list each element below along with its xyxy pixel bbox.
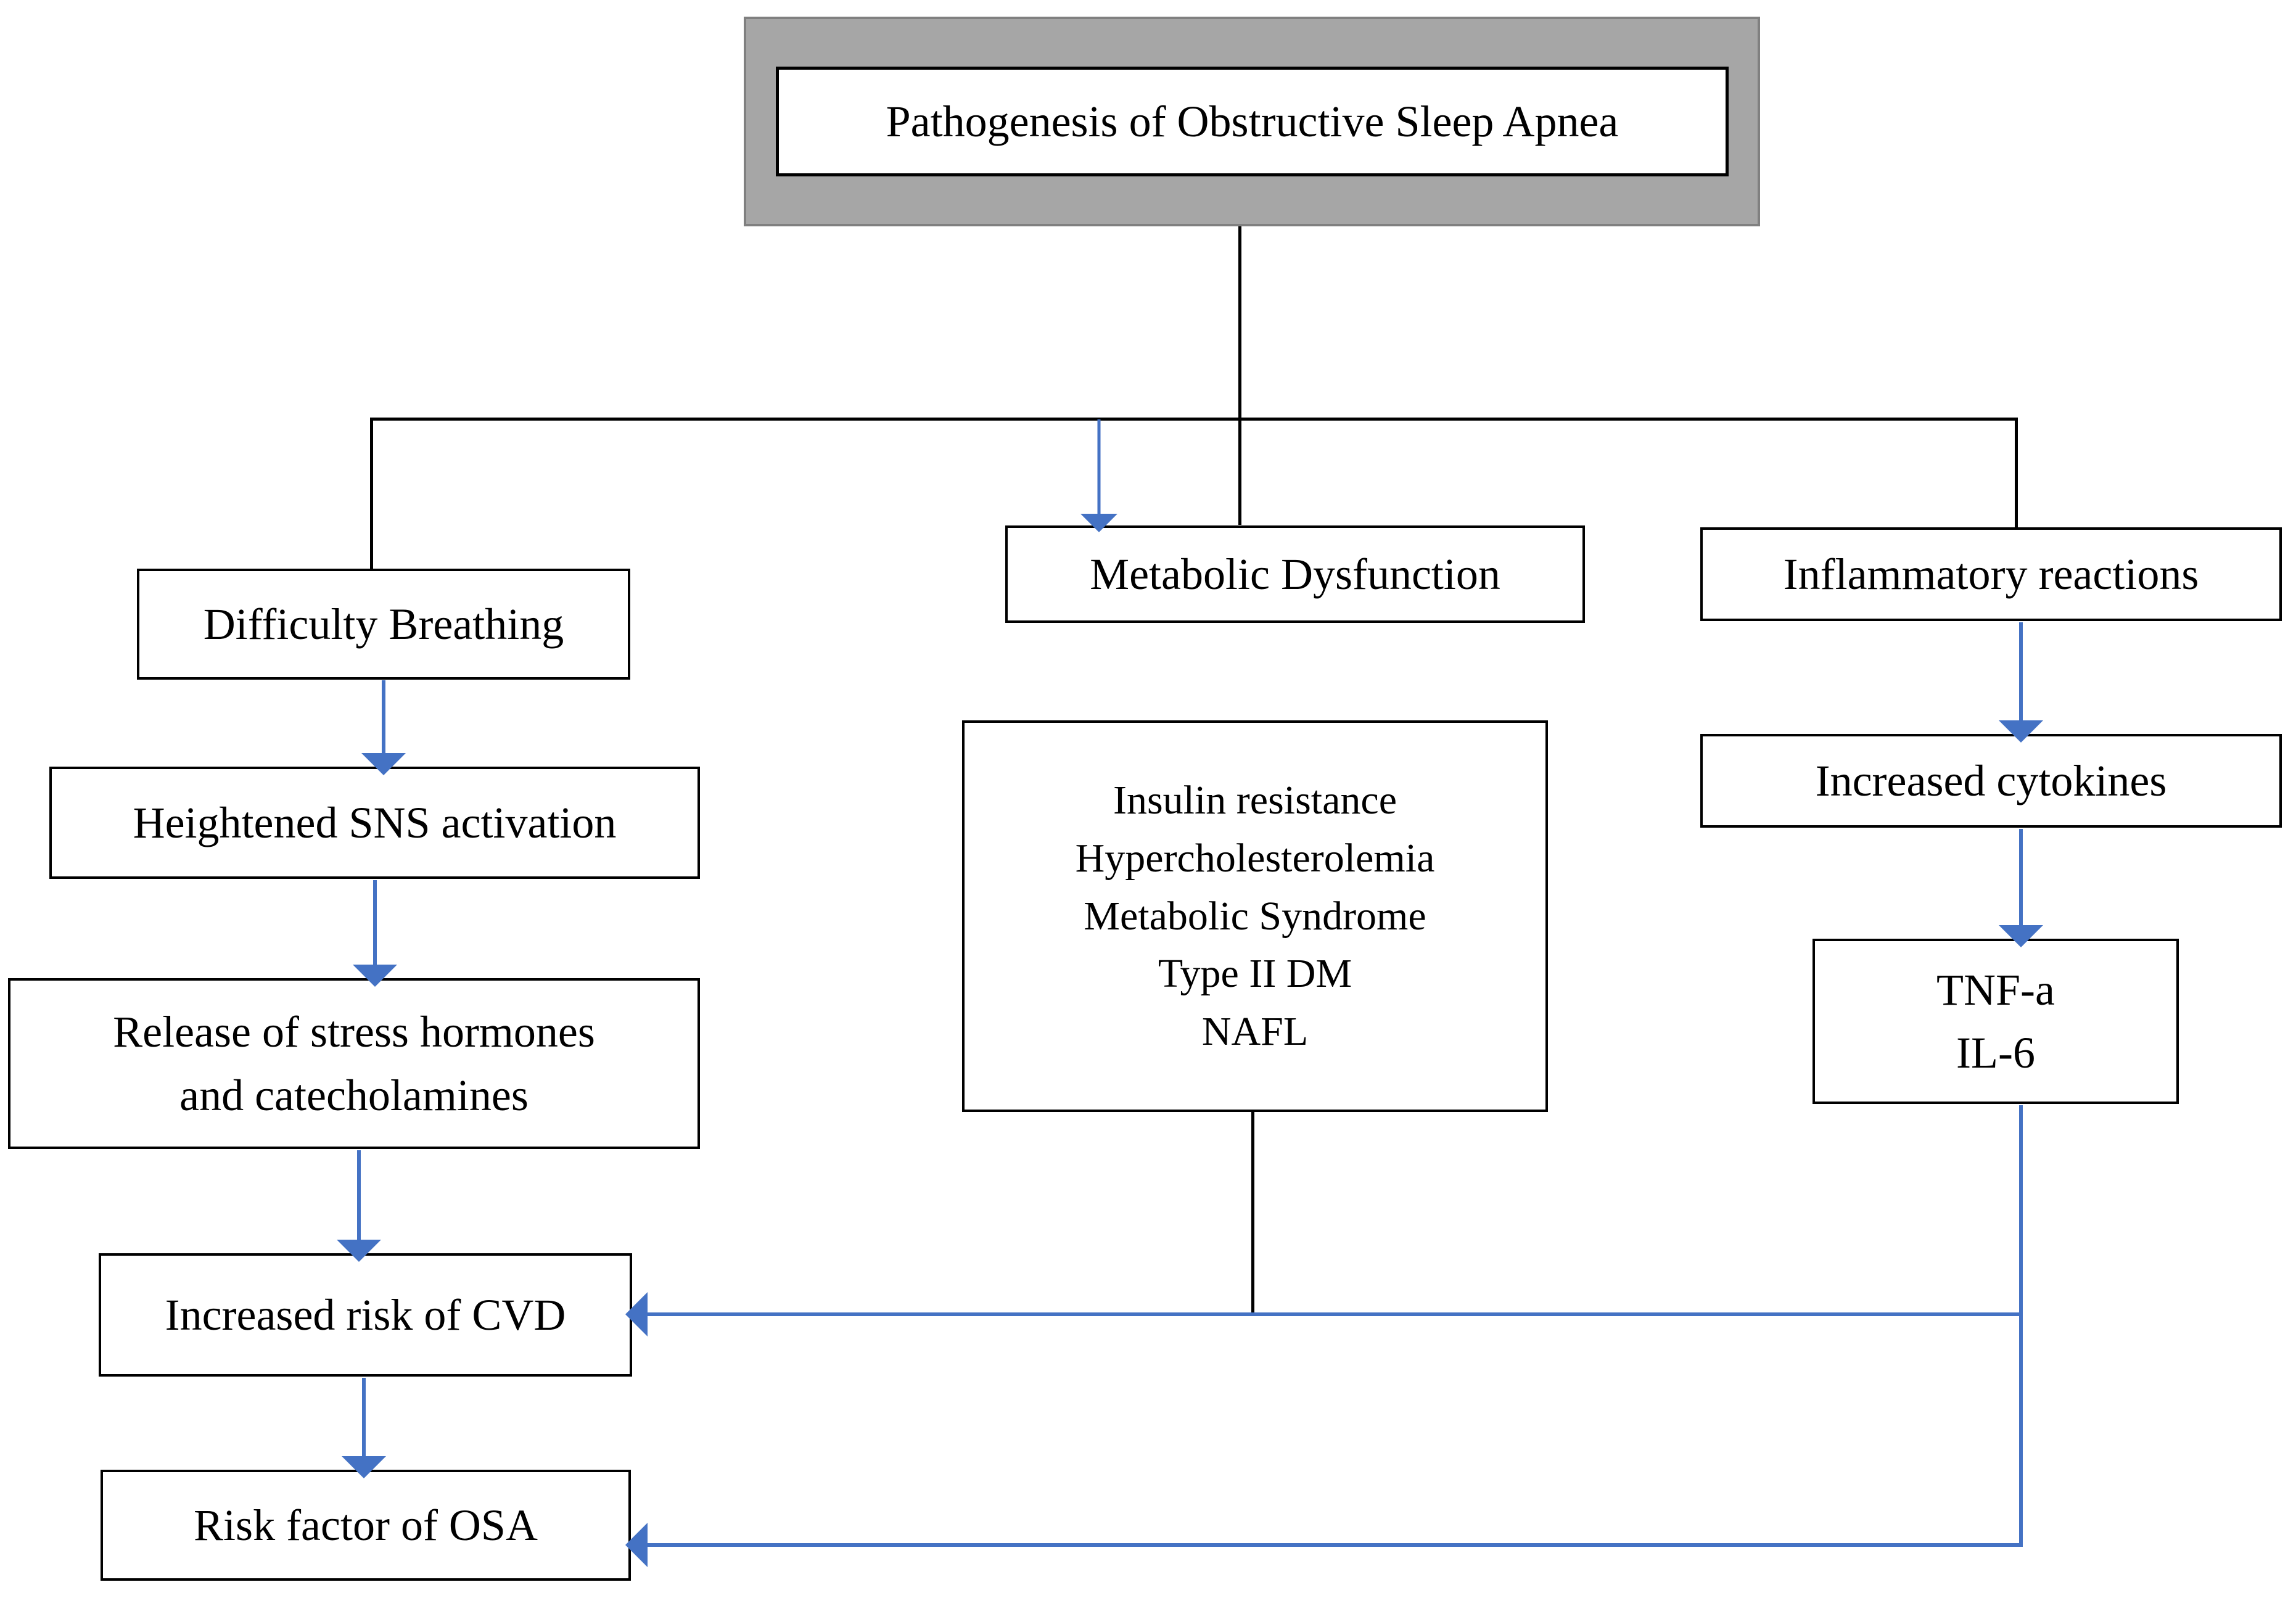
metabolic-item-hypercholesterolemia: Hypercholesterolemia	[1075, 835, 1435, 881]
arrow-markers-to-osa	[625, 1314, 2023, 1567]
node-label-stress-hormones-line1: Release of stress hormones	[113, 1007, 595, 1057]
metabolic-to-cvd-connector	[1251, 1110, 1254, 1315]
metabolic-item-insulin-resistance: Insulin resistance	[1113, 778, 1397, 823]
header-title-box: Pathogenesis of Obstructive Sleep Apnea	[776, 67, 1729, 176]
node-label-metabolic-dysfunction: Metabolic Dysfunction	[1090, 549, 1500, 599]
node-label-increased-cytokines: Increased cytokines	[1815, 756, 2167, 805]
node-label-risk-factor-of-osa: Risk factor of OSA	[194, 1500, 538, 1550]
node-label-heightened-sns-activation: Heightened SNS activation	[133, 797, 617, 847]
node-increased-cytokines[interactable]: Increased cytokines	[1700, 734, 2282, 828]
node-label-difficulty-breathing: Difficulty Breathing	[203, 599, 564, 649]
arrow-markers-to-cvd	[625, 1105, 2023, 1336]
node-metabolic-dysfunction[interactable]: Metabolic Dysfunction	[1005, 525, 1585, 623]
metabolic-item-type-ii-dm: Type II DM	[1158, 951, 1352, 997]
node-label-inflammatory-reactions: Inflammatory reactions	[1783, 549, 2199, 599]
cytokine-marker-tnf-a: TNF-a	[1936, 965, 2055, 1015]
node-metabolic-conditions[interactable]: Insulin resistance Hypercholesterolemia …	[962, 720, 1548, 1112]
cytokine-marker-il-6: IL-6	[1956, 1028, 2035, 1077]
node-label-increased-risk-of-cvd: Increased risk of CVD	[165, 1290, 566, 1340]
metabolic-item-metabolic-syndrome: Metabolic Syndrome	[1084, 893, 1426, 939]
node-inflammatory-reactions[interactable]: Inflammatory reactions	[1700, 527, 2282, 621]
node-cytokine-markers[interactable]: TNF-a IL-6	[1813, 939, 2179, 1104]
branch-horizontal-connector	[370, 418, 2018, 421]
node-risk-factor-of-osa[interactable]: Risk factor of OSA	[101, 1470, 631, 1581]
node-increased-risk-of-cvd[interactable]: Increased risk of CVD	[99, 1253, 632, 1377]
node-heightened-sns-activation[interactable]: Heightened SNS activation	[49, 767, 700, 879]
header-title-label: Pathogenesis of Obstructive Sleep Apnea	[886, 96, 1619, 146]
trunk-vertical-connector	[1238, 226, 1241, 525]
metabolic-item-nafl: NAFL	[1201, 1009, 1309, 1055]
left-branch-drop-connector	[370, 418, 373, 570]
node-release-of-stress-hormones[interactable]: Release of stress hormones and catechola…	[8, 978, 700, 1149]
node-label-stress-hormones-line2: and catecholamines	[179, 1070, 529, 1120]
node-difficulty-breathing[interactable]: Difficulty Breathing	[137, 569, 630, 680]
right-branch-drop-connector	[2015, 418, 2018, 529]
